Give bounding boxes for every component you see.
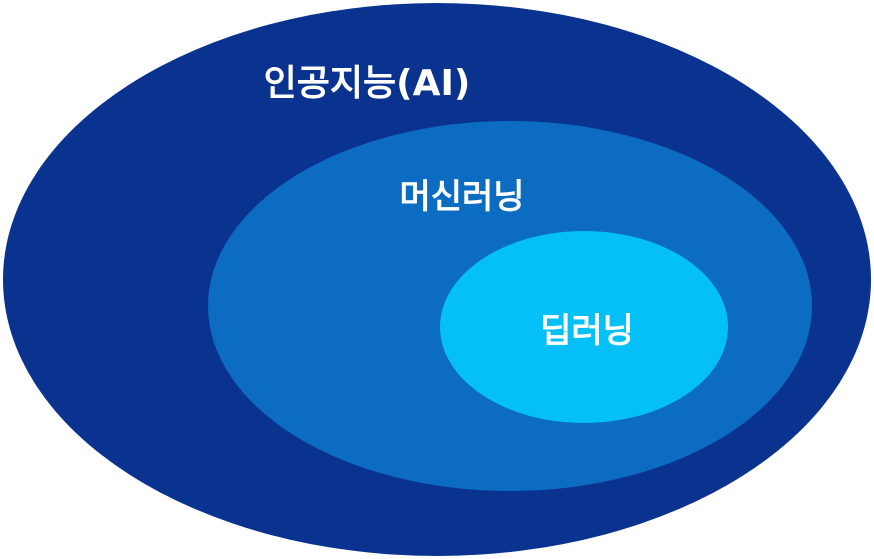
- ai-label: 인공지능(AI): [263, 63, 471, 104]
- machine-learning-label: 머신러닝: [399, 177, 525, 217]
- deep-learning-ellipse: [440, 231, 728, 423]
- deep-learning-label: 딥러닝: [540, 311, 634, 351]
